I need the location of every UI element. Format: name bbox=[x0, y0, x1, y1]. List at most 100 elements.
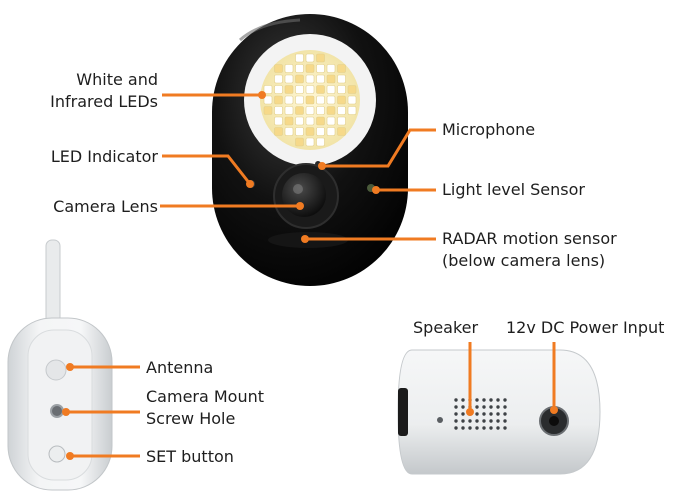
back-camera bbox=[7, 239, 113, 491]
label-mount-line1: Camera Mount bbox=[146, 387, 265, 406]
dot-led-indicator bbox=[246, 180, 254, 188]
led-element bbox=[326, 127, 336, 136]
side-body bbox=[397, 349, 601, 475]
label-microphone: Microphone bbox=[442, 120, 536, 139]
dot-radar bbox=[301, 235, 309, 243]
led-element bbox=[284, 64, 294, 73]
led-element bbox=[295, 106, 304, 115]
led-element bbox=[337, 95, 346, 105]
speaker-hole bbox=[489, 426, 493, 430]
dot-leds bbox=[258, 91, 266, 99]
front-camera bbox=[212, 14, 408, 286]
led-element bbox=[274, 106, 283, 115]
speaker-hole bbox=[482, 412, 486, 416]
speaker-hole bbox=[461, 412, 465, 416]
led-element bbox=[295, 64, 304, 73]
dot-microphone bbox=[318, 162, 326, 170]
speaker-hole bbox=[475, 419, 479, 423]
led-element bbox=[295, 85, 304, 94]
speaker-hole bbox=[489, 419, 493, 423]
speaker-hole bbox=[475, 405, 479, 409]
label-light-sensor: Light level Sensor bbox=[442, 180, 585, 199]
speaker-hole bbox=[475, 398, 479, 402]
led-element bbox=[305, 53, 315, 63]
power-jack-pin bbox=[549, 416, 559, 426]
speaker-hole bbox=[489, 398, 493, 402]
led-element bbox=[326, 64, 336, 73]
speaker-hole bbox=[496, 412, 500, 416]
led-element bbox=[274, 74, 283, 84]
speaker-grille bbox=[454, 398, 507, 430]
speaker-hole bbox=[475, 426, 479, 430]
speaker-hole bbox=[503, 412, 507, 416]
side-screw bbox=[437, 417, 443, 423]
led-element bbox=[316, 137, 325, 147]
label-radar-line1: RADAR motion sensor bbox=[442, 229, 617, 248]
speaker-hole bbox=[475, 412, 479, 416]
led-dots bbox=[263, 53, 357, 147]
side-camera bbox=[397, 349, 601, 475]
speaker-hole bbox=[454, 426, 458, 430]
led-element bbox=[274, 116, 283, 126]
led-element bbox=[326, 74, 336, 84]
speaker-hole bbox=[503, 398, 507, 402]
speaker-hole bbox=[503, 426, 507, 430]
front-body-highlight bbox=[238, 18, 301, 42]
led-element bbox=[337, 64, 346, 73]
callout-led-indicator bbox=[162, 154, 252, 185]
speaker-hole bbox=[496, 419, 500, 423]
label-radar-line2: (below camera lens) bbox=[442, 251, 606, 270]
dot-antenna bbox=[66, 363, 74, 371]
led-element bbox=[274, 95, 283, 105]
led-element bbox=[295, 116, 304, 126]
dot-mount bbox=[62, 408, 70, 416]
callout-microphone bbox=[322, 128, 436, 168]
led-element bbox=[337, 116, 346, 126]
set-button-shape bbox=[48, 445, 66, 463]
led-element bbox=[305, 137, 315, 147]
dot-power bbox=[550, 406, 558, 414]
dot-camera-lens bbox=[296, 202, 304, 210]
led-element bbox=[284, 116, 294, 126]
camera-lens bbox=[282, 173, 326, 217]
speaker-hole bbox=[461, 426, 465, 430]
led-element bbox=[263, 85, 273, 94]
speaker-hole bbox=[489, 412, 493, 416]
led-element bbox=[295, 53, 304, 63]
speaker-hole bbox=[461, 398, 465, 402]
led-element bbox=[305, 74, 315, 84]
label-mount-line2: Screw Hole bbox=[146, 409, 236, 428]
dot-set-button bbox=[66, 452, 74, 460]
speaker-hole bbox=[496, 398, 500, 402]
led-element bbox=[326, 85, 336, 94]
led-element bbox=[337, 74, 346, 84]
speaker-hole bbox=[482, 419, 486, 423]
led-element bbox=[316, 74, 325, 84]
led-element bbox=[263, 95, 273, 105]
led-element bbox=[316, 116, 325, 126]
led-element bbox=[305, 64, 315, 73]
label-antenna: Antenna bbox=[146, 358, 214, 377]
led-element bbox=[284, 74, 294, 84]
led-element bbox=[305, 95, 315, 105]
speaker-hole bbox=[454, 405, 458, 409]
speaker-hole bbox=[496, 405, 500, 409]
led-element bbox=[305, 106, 315, 115]
callout-lines bbox=[66, 93, 556, 458]
speaker-hole bbox=[482, 426, 486, 430]
led-element bbox=[326, 95, 336, 105]
speaker-hole bbox=[482, 398, 486, 402]
speaker-hole bbox=[468, 426, 472, 430]
speaker-hole bbox=[482, 405, 486, 409]
speaker-hole bbox=[468, 419, 472, 423]
speaker-hole bbox=[496, 426, 500, 430]
label-leds-line2: Infrared LEDs bbox=[50, 92, 158, 111]
led-element bbox=[284, 85, 294, 94]
label-power-input: 12v DC Power Input bbox=[506, 318, 665, 337]
led-element bbox=[337, 85, 346, 94]
led-element bbox=[305, 85, 315, 94]
led-element bbox=[284, 106, 294, 115]
led-element bbox=[316, 64, 325, 73]
led-element bbox=[274, 64, 283, 73]
led-element bbox=[326, 106, 336, 115]
